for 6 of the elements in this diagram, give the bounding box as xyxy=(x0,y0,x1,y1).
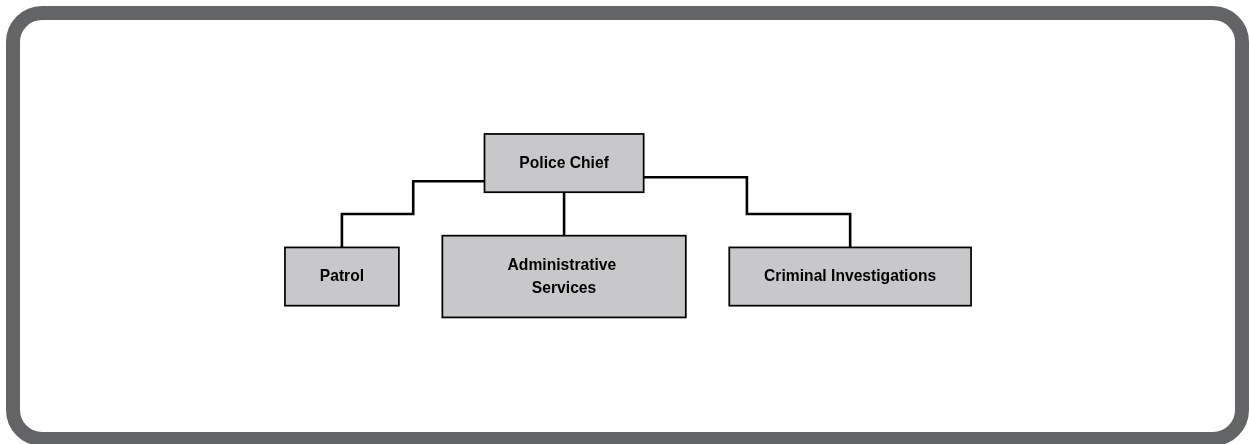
connector xyxy=(562,191,565,238)
node-box xyxy=(441,235,687,319)
node-box xyxy=(283,246,400,307)
frame-border: Police Chief Patrol Administrative Services Criminal Investigations xyxy=(6,6,1249,444)
node-box xyxy=(727,246,972,307)
node-box xyxy=(483,133,644,194)
